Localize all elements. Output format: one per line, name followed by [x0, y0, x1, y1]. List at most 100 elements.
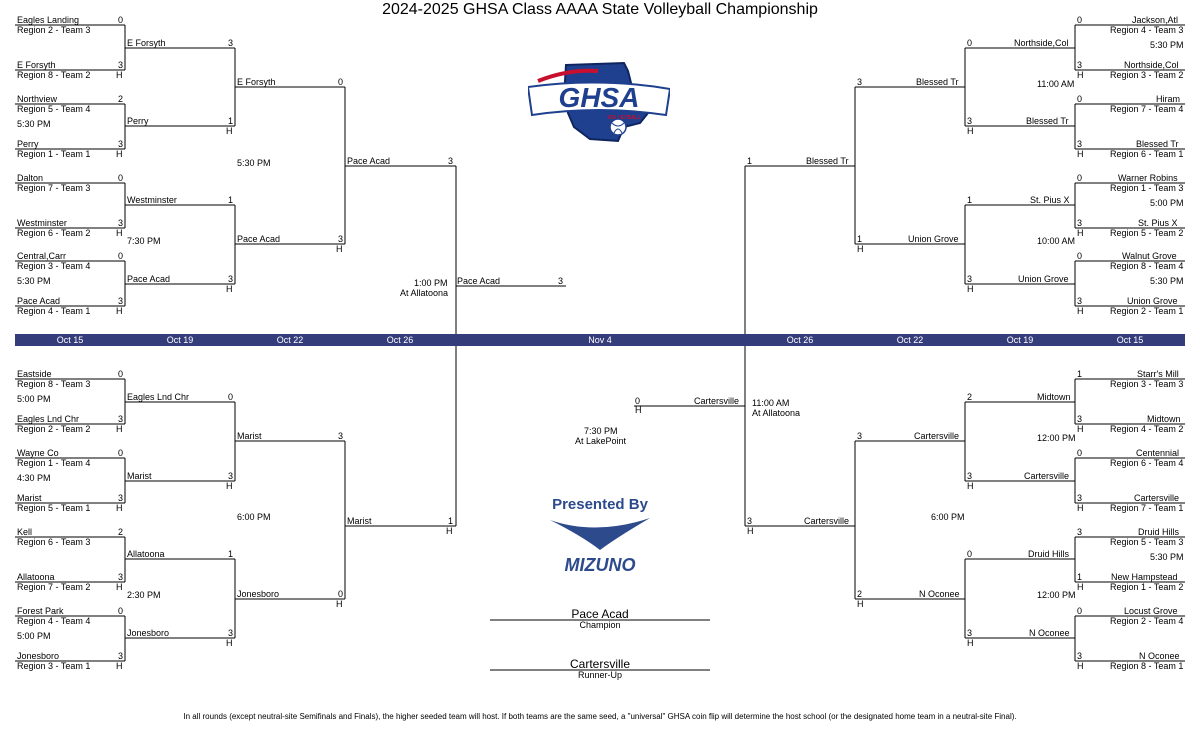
slot-text: H [967, 284, 974, 294]
slot-text: H [635, 405, 642, 415]
slot-text: H [857, 599, 864, 609]
slot-text: St. Pius X [1030, 195, 1070, 205]
slot-text: 1 [857, 234, 863, 244]
slot-text: E Forsyth [17, 60, 56, 70]
slot-text: E Forsyth [127, 38, 166, 48]
slot-text: H [747, 526, 754, 536]
slot-text: Jonesboro [17, 651, 60, 661]
svg-text:GHSA: GHSA [559, 82, 640, 113]
slot-text: New Hampstead [1111, 572, 1178, 582]
slot-text: 6:00 PM [237, 512, 271, 522]
footer-note: In all rounds (except neutral-site Semif… [183, 712, 1017, 721]
slot-text: Region 4 - Team 3 [1110, 25, 1184, 35]
slot-text: 1 [228, 549, 234, 559]
slot-text: 3 [338, 431, 344, 441]
slot-text: H [967, 481, 974, 491]
slot-text: H [1077, 424, 1084, 434]
slot-text: Region 1 - Team 2 [1110, 582, 1184, 592]
slot-text: Union Grove [1127, 296, 1178, 306]
date-oct26-left: Oct 26 [386, 335, 414, 345]
slot-text: 5:30 PM [1150, 552, 1184, 562]
date-oct26-right: Oct 26 [786, 335, 814, 345]
date-oct22-left: Oct 22 [276, 335, 304, 345]
slot-text: H [1077, 149, 1084, 159]
slot-text: Starr's Mill [1137, 369, 1179, 379]
slot-text: 3 [1077, 414, 1083, 424]
slot-text: Druid Hills [1138, 527, 1180, 537]
slot-text: 3 [118, 139, 124, 149]
slot-text: 7:30 PM [584, 426, 618, 436]
slot-text: Pace Acad [237, 234, 281, 244]
slot-text: Westminster [127, 195, 177, 205]
slot-text: 10:00 AM [1037, 236, 1076, 246]
slot-text: H [116, 424, 123, 434]
slot-text: H [116, 149, 123, 159]
slot-text: Perry [127, 116, 149, 126]
slot-text: Blessed Tr [1026, 116, 1069, 126]
slot-text: 0 [118, 173, 124, 183]
slot-text: N Oconee [1029, 628, 1070, 638]
slot-text: Region 7 - Team 3 [17, 183, 91, 193]
slot-text: 3 [857, 77, 863, 87]
slot-text: H [336, 599, 343, 609]
slot-text: H [336, 244, 343, 254]
slot-text: Cartersville [804, 516, 850, 526]
slot-text: At LakePoint [575, 436, 627, 446]
date-oct19-right: Oct 19 [1006, 335, 1034, 345]
slot-text: Jonesboro [237, 589, 280, 599]
slot-text: Northside,Col [1124, 60, 1179, 70]
slot-text: Region 6 - Team 2 [17, 228, 91, 238]
slot-text: 3 [118, 296, 124, 306]
slot-text: 0 [118, 15, 124, 25]
slot-text: Dalton [17, 173, 44, 183]
slot-text: Locust Grove [1124, 606, 1178, 616]
slot-text: 0 [338, 589, 344, 599]
slot-text: 5:30 PM [17, 276, 51, 286]
slot-text: Pace Acad [457, 276, 501, 286]
slot-text: 3 [228, 628, 234, 638]
champion-label: Champion [579, 620, 621, 630]
slot-text: H [116, 70, 123, 80]
slot-text: Cartersville [694, 396, 740, 406]
slot-text: 1 [1077, 369, 1083, 379]
slot-text: Region 6 - Team 1 [1110, 149, 1184, 159]
slot-text: N Oconee [1139, 651, 1180, 661]
slot-text: H [226, 481, 233, 491]
slot-text: 0 [1077, 606, 1083, 616]
slot-text: H [226, 126, 233, 136]
slot-text: Centennial [1136, 448, 1180, 458]
slot-text: 0 [967, 38, 973, 48]
slot-text: Cartersville [1024, 471, 1070, 481]
slot-text: Region 3 - Team 4 [17, 261, 91, 271]
slot-text: 1 [228, 116, 234, 126]
date-oct15-right: Oct 15 [1116, 335, 1144, 345]
slot-text: N Oconee [919, 589, 960, 599]
slot-text: 3 [1077, 296, 1083, 306]
slot-text: Hiram [1156, 94, 1180, 104]
page-title: 2024-2025 GHSA Class AAAA State Volleyba… [382, 1, 818, 18]
slot-text: Perry [17, 139, 39, 149]
slot-text: Blessed Tr [1136, 139, 1179, 149]
slot-text: 2:30 PM [127, 590, 161, 600]
slot-text: 3 [857, 431, 863, 441]
slot-text: 2 [118, 94, 124, 104]
slot-text: Pace Acad [17, 296, 61, 306]
slot-text: 5:30 PM [1150, 40, 1184, 50]
slot-text: Warner Robins [1118, 173, 1178, 183]
slot-text: 3 [338, 234, 344, 244]
slot-text: H [116, 661, 123, 671]
slot-text: Cartersville [1134, 493, 1180, 503]
slot-text: Pace Acad [127, 274, 171, 284]
slot-text: 0 [1077, 448, 1083, 458]
svg-text:VOLLEYBALL: VOLLEYBALL [607, 115, 640, 121]
slot-text: Region 7 - Team 4 [1110, 104, 1184, 114]
runner-up-team: Cartersville [569, 657, 630, 671]
slot-text: Marist [237, 431, 262, 441]
champion-team: Pace Acad [571, 607, 629, 621]
slot-text: 3 [967, 274, 973, 284]
slot-text: 3 [118, 651, 124, 661]
slot-text: Blessed Tr [806, 156, 849, 166]
slot-text: 12:00 PM [1037, 590, 1076, 600]
slot-text: Marist [127, 471, 152, 481]
slot-text: H [116, 228, 123, 238]
